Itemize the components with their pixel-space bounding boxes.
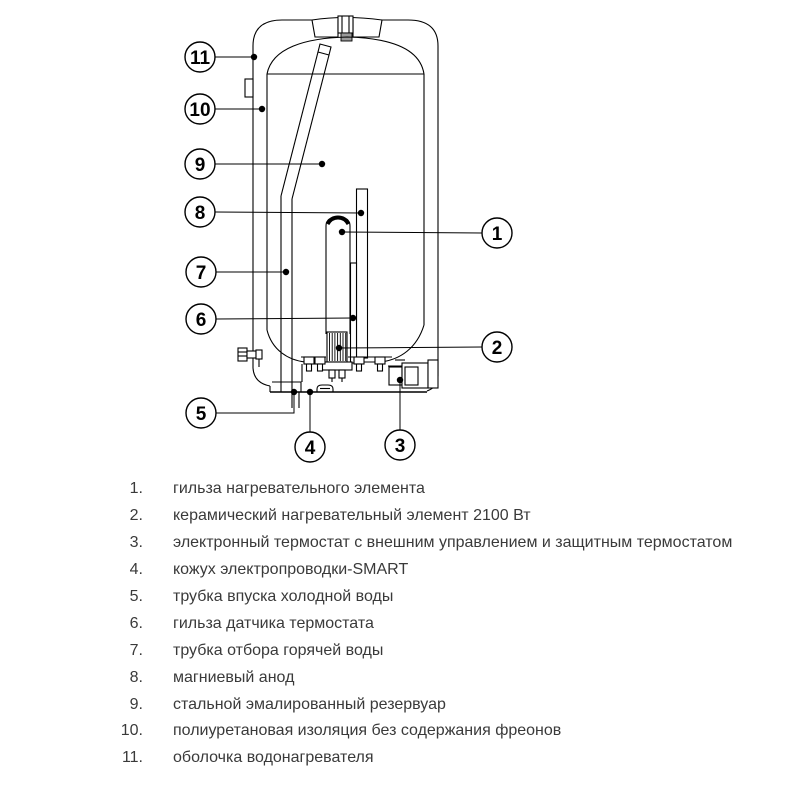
callout-8: 8 — [184, 196, 365, 228]
mounting-flange — [301, 356, 392, 382]
callout-2: 2 — [335, 331, 513, 363]
legend-item-number: 6. — [129, 614, 143, 632]
legend-item-text: трубка впуска холодной воды — [173, 588, 394, 605]
callout-7: 7 — [185, 256, 290, 288]
water-heater-diagram: 1 2 3 4 5 6 — [184, 15, 513, 463]
heating-element-sleeve — [325, 215, 351, 334]
callout-10: 10 — [184, 93, 266, 125]
legend-item: 1. гильза нагревательного элемента — [0, 476, 800, 503]
callout-number: 1 — [492, 224, 503, 245]
legend-item: 11. оболочка водонагревателя — [0, 745, 800, 772]
legend-item-number: 1. — [129, 480, 143, 498]
legend-item: 10. полиуретановая изоляция без содержан… — [0, 718, 800, 745]
ceramic-heating-element — [321, 331, 353, 382]
callout-11: 11 — [184, 41, 258, 73]
callout-number: 4 — [305, 438, 316, 459]
callout-number: 3 — [395, 436, 406, 457]
callout-6: 6 — [185, 303, 357, 335]
legend-item-text: оболочка водонагревателя — [173, 749, 374, 767]
legend-item-text: гильза датчика термостата — [173, 614, 374, 632]
legend-item-text: магниевый анод — [173, 668, 295, 686]
legend-item-number: 7. — [129, 641, 143, 659]
legend-item-number: 11. — [121, 749, 143, 767]
drain-valve — [237, 347, 263, 367]
legend-item: 8. магниевый анод — [0, 664, 800, 691]
callout-number: 11 — [190, 48, 211, 69]
legend-item-text: полиуретановая изоляция без содержания ф… — [173, 722, 562, 740]
legend-item-number: 10. — [120, 722, 143, 740]
legend-item: 2. керамический нагревательный элемент 2… — [0, 503, 800, 530]
callout-5: 5 — [185, 388, 298, 429]
legend-item-number: 9. — [129, 695, 143, 713]
callout-number: 6 — [196, 310, 207, 331]
legend-item-number: 3. — [129, 534, 143, 552]
legend-item: 3. электронный термостат с внешним управ… — [0, 530, 800, 557]
hot-water-tube — [280, 43, 332, 392]
callout-1: 1 — [338, 217, 513, 249]
callout-number: 10 — [189, 100, 210, 121]
legend-item: 7. трубка отбора горячей воды — [0, 637, 800, 664]
callout-9: 9 — [184, 148, 326, 180]
legend-item: 9. стальной эмалированный резервуар — [0, 691, 800, 718]
cold-water-inlet — [291, 392, 300, 408]
legend-item: 4. кожух электропроводки-SMART — [0, 557, 800, 584]
legend-item-text: электронный термостат с внешним управлен… — [173, 534, 733, 552]
parts-legend: 1. гильза нагревательного элемента 2. ке… — [0, 476, 800, 772]
legend-item-text: стальной эмалированный резервуар — [173, 695, 446, 713]
legend-item-number: 8. — [129, 668, 143, 686]
legend-item: 5. трубка впуска холодной воды — [0, 584, 800, 611]
legend-item-text: кожух электропроводки-SMART — [173, 561, 409, 579]
wall-tab — [244, 78, 254, 98]
callout-number: 9 — [195, 155, 206, 176]
legend-item-text: гильза нагревательного элемента — [173, 480, 425, 498]
legend-item-text: керамический нагревательный элемент 2100… — [173, 507, 531, 525]
callout-number: 2 — [492, 338, 503, 359]
legend-item: 6. гильза датчика термостата — [0, 610, 800, 637]
legend-item-number: 5. — [129, 588, 143, 605]
callout-4: 4 — [294, 388, 326, 463]
callouts: 1 2 3 4 5 6 — [184, 41, 513, 463]
callout-3: 3 — [384, 376, 416, 461]
legend-item-number: 4. — [129, 561, 143, 579]
callout-number: 8 — [195, 203, 206, 224]
callout-number: 7 — [196, 263, 207, 284]
legend-item-number: 2. — [129, 507, 143, 525]
electronic-thermostat — [388, 359, 439, 389]
callout-number: 5 — [196, 404, 207, 425]
legend-item-text: трубка отбора горячей воды — [173, 641, 384, 659]
